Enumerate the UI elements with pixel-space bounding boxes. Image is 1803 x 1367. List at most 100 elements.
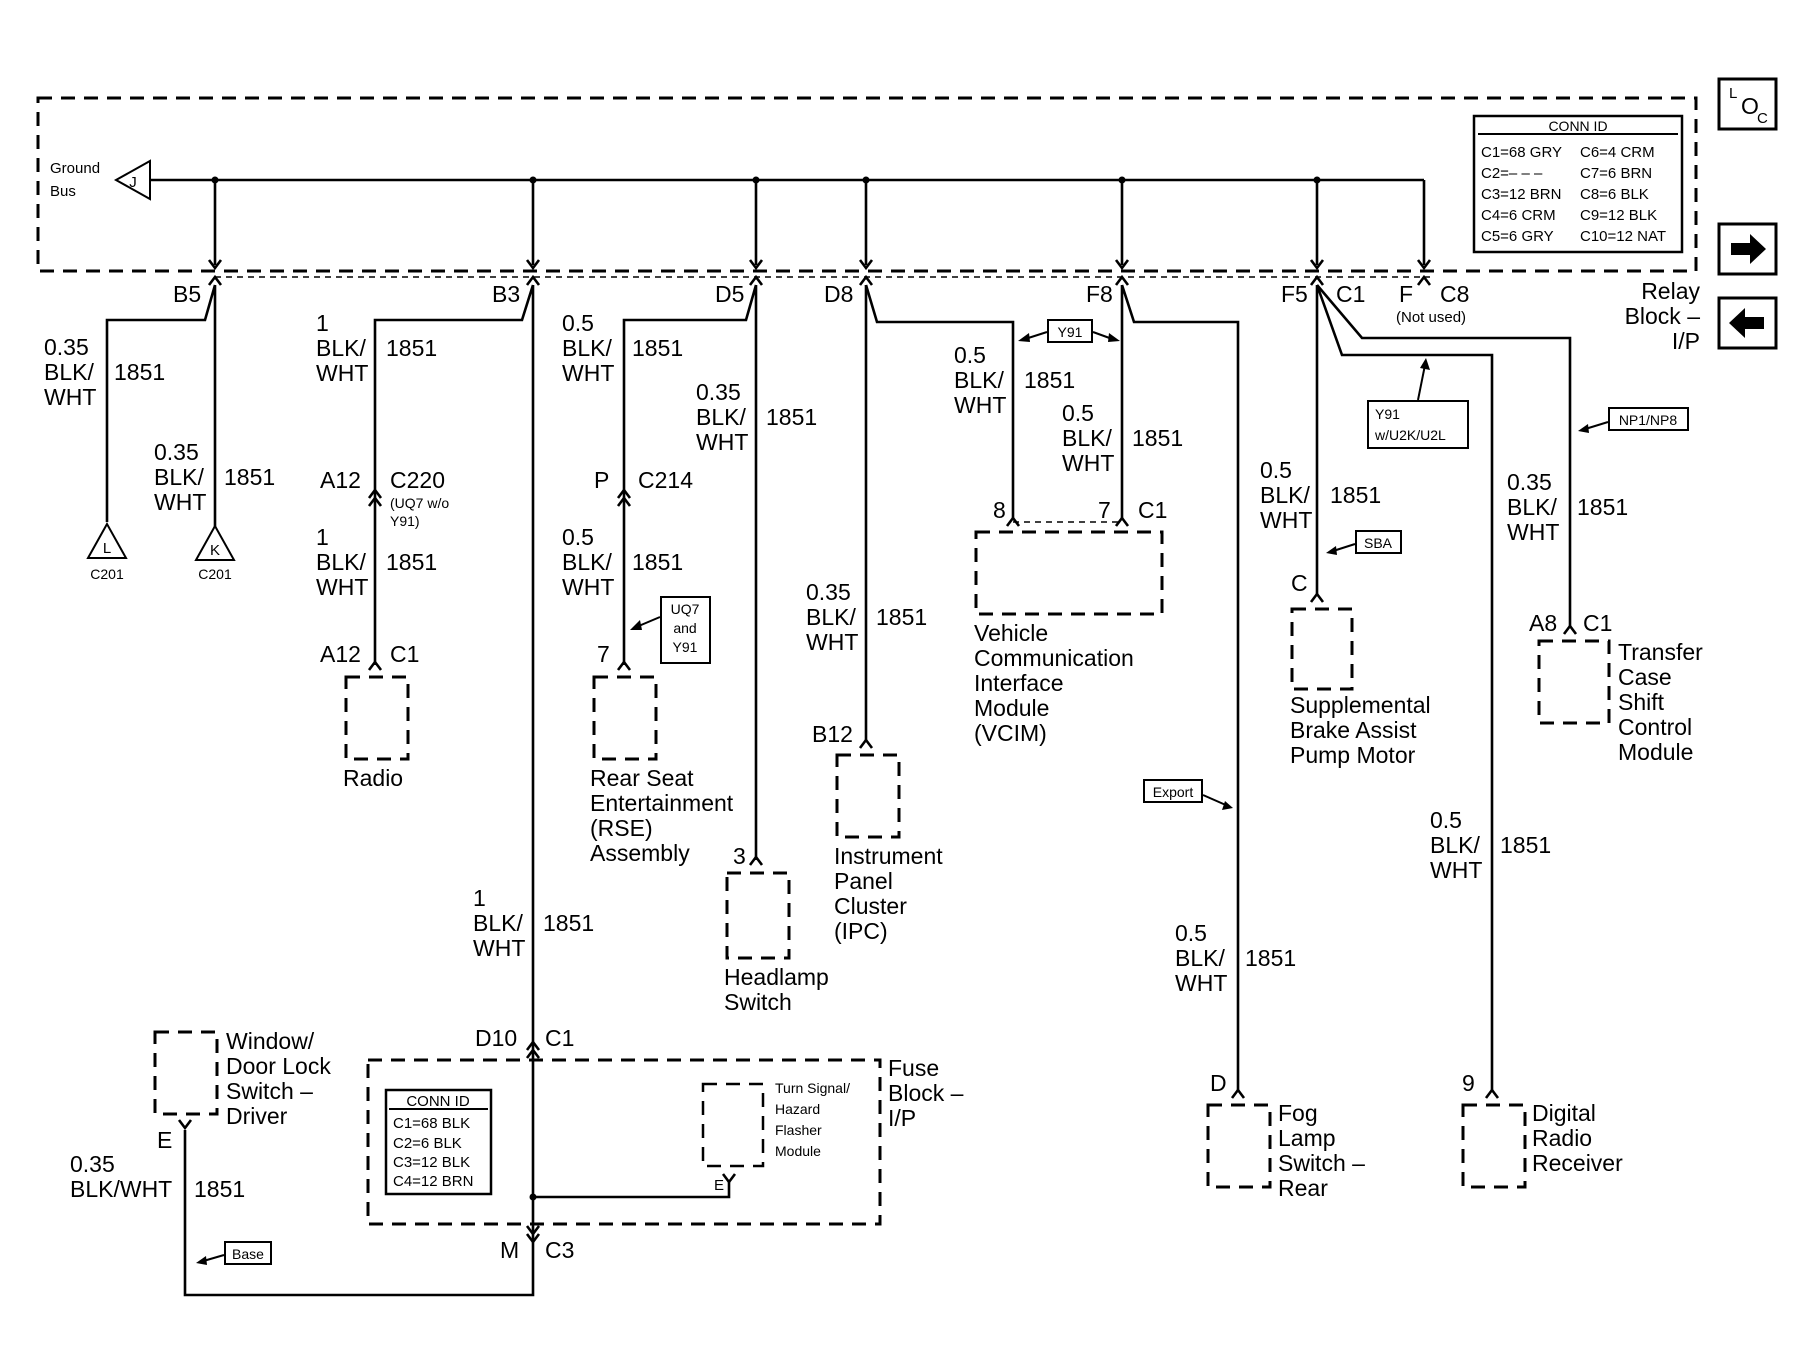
sba-motor-pin: C [1291, 570, 1308, 596]
radio-label: Radio [343, 765, 403, 791]
svg-text:1851: 1851 [1245, 945, 1296, 971]
svg-text:0.5: 0.5 [1175, 920, 1207, 946]
svg-text:Lamp: Lamp [1278, 1125, 1336, 1151]
svg-text:WHT: WHT [44, 384, 96, 410]
svg-text:0.5: 0.5 [954, 342, 986, 368]
c220-pin: A12 [320, 467, 361, 493]
svg-text:Door Lock: Door Lock [226, 1053, 331, 1079]
svg-text:1851: 1851 [1500, 832, 1551, 858]
conn-id-c10: C10=12 NAT [1580, 228, 1666, 245]
loc-o: O [1741, 93, 1759, 119]
svg-text:0.35: 0.35 [806, 579, 851, 605]
vcim-label: Vehicle [974, 620, 1048, 646]
svg-text:NP1/NP8: NP1/NP8 [1619, 412, 1678, 428]
vcim-box [974, 530, 1164, 616]
svg-text:0.5: 0.5 [1260, 457, 1292, 483]
tcs-conn: C1 [1583, 610, 1612, 636]
branch-d5: 0.5 BLK/ WHT 1851 P C214 0.5 BLK/ WHT 18… [562, 284, 817, 860]
svg-text:Block –: Block – [888, 1080, 964, 1106]
svg-text:Panel: Panel [834, 868, 893, 894]
svg-text:1851: 1851 [766, 404, 817, 430]
svg-text:Module: Module [1618, 739, 1693, 765]
c214-name: C214 [638, 467, 693, 493]
svg-text:Switch –: Switch – [1278, 1150, 1365, 1176]
svg-text:1851: 1851 [1024, 367, 1075, 393]
ground-l-letter: L [103, 540, 111, 557]
svg-text:I/P: I/P [888, 1105, 916, 1131]
svg-text:WHT: WHT [473, 935, 525, 961]
svg-text:0.5: 0.5 [1062, 400, 1094, 426]
svg-text:1: 1 [316, 310, 329, 336]
rse-box [592, 675, 658, 761]
conn-id-c8: C8=6 BLK [1580, 186, 1649, 203]
next-page-button[interactable] [1717, 222, 1778, 276]
svg-text:(RSE): (RSE) [590, 815, 653, 841]
svg-text:0.5: 0.5 [1430, 807, 1462, 833]
pin-c8: C8 [1440, 281, 1469, 307]
svg-text:BLK/: BLK/ [44, 359, 94, 385]
svg-text:1851: 1851 [386, 549, 437, 575]
branch-b5: 0.35 BLK/ WHT 1851 0.35 BLK/ WHT 1851 L … [44, 284, 275, 582]
svg-text:0.5: 0.5 [562, 310, 594, 336]
conn-id-c7: C7=6 BRN [1580, 165, 1652, 182]
fuse-block-outline [366, 1058, 882, 1226]
svg-text:Brake Assist: Brake Assist [1290, 717, 1417, 743]
svg-text:C4=12 BRN: C4=12 BRN [393, 1173, 473, 1190]
c220-note-2: Y91) [390, 513, 420, 529]
svg-text:1851: 1851 [632, 549, 683, 575]
loc-button[interactable]: L O C [1717, 77, 1778, 131]
sba-tag: SBA [1326, 530, 1402, 555]
svg-text:WHT: WHT [316, 360, 368, 386]
svg-text:and: and [673, 620, 696, 636]
ipc-label: Instrument [834, 843, 943, 869]
flasher-box [701, 1082, 765, 1168]
svg-text:Base: Base [232, 1246, 264, 1262]
ground-k-conn: C201 [198, 566, 232, 582]
svg-text:BLK/: BLK/ [154, 464, 204, 490]
conn-id-c1: C1=68 GRY [1481, 144, 1562, 161]
digital-radio-label: Digital [1532, 1100, 1596, 1126]
fuse-block-bottom-pin: M [500, 1237, 519, 1263]
svg-text:Control: Control [1618, 714, 1692, 740]
tcs-module-component: A8 C1 Transfer Case Shift Control Module [1529, 610, 1703, 765]
pin-f5: F5 [1281, 281, 1308, 307]
loc-c: C [1757, 110, 1768, 127]
svg-text:Shift: Shift [1618, 689, 1665, 715]
svg-text:1851: 1851 [1132, 425, 1183, 451]
svg-text:0.35: 0.35 [696, 379, 741, 405]
svg-text:BLK/: BLK/ [696, 404, 746, 430]
fog-lamp-switch-component: D Fog Lamp Switch – Rear [1206, 1070, 1365, 1201]
base-tag: Base [196, 1241, 272, 1265]
svg-text:Cluster: Cluster [834, 893, 907, 919]
ground-k-letter: K [210, 542, 220, 559]
radio-box [344, 675, 410, 761]
svg-text:BLK/: BLK/ [1260, 482, 1310, 508]
relay-block-name: Relay [1641, 278, 1700, 304]
svg-text:1: 1 [473, 885, 486, 911]
svg-text:BLK/: BLK/ [473, 910, 523, 936]
headlamp-switch-component: 3 Headlamp Switch [724, 843, 829, 1015]
wdl-box [153, 1030, 219, 1116]
svg-text:Pump Motor: Pump Motor [1290, 742, 1416, 768]
svg-text:BLK/: BLK/ [316, 335, 366, 361]
y91-tag: Y91 [1018, 319, 1120, 343]
svg-text:Y91: Y91 [673, 639, 698, 655]
svg-text:WHT: WHT [154, 489, 206, 515]
pin-d8: D8 [824, 281, 853, 307]
branch-f8: 0.5 BLK/ WHT 1851 0.5 BLK/ WHT 1851 0.5 … [864, 284, 1296, 1092]
prev-page-button[interactable] [1717, 296, 1778, 350]
svg-text:Hazard: Hazard [775, 1101, 820, 1117]
svg-text:BLK/: BLK/ [562, 335, 612, 361]
svg-text:WHT: WHT [806, 629, 858, 655]
sba-motor-component: C Supplemental Brake Assist Pump Motor [1290, 570, 1431, 768]
np-tag: NP1/NP8 [1578, 407, 1689, 433]
svg-text:1851: 1851 [114, 359, 165, 385]
svg-text:Driver: Driver [226, 1103, 288, 1129]
headlamp-label: Headlamp [724, 964, 829, 990]
svg-text:1: 1 [316, 524, 329, 550]
svg-text:1851: 1851 [224, 464, 275, 490]
vcim-pin-8: 8 [993, 497, 1006, 523]
svg-text:Radio: Radio [1532, 1125, 1592, 1151]
tcs-label: Transfer [1618, 639, 1703, 665]
